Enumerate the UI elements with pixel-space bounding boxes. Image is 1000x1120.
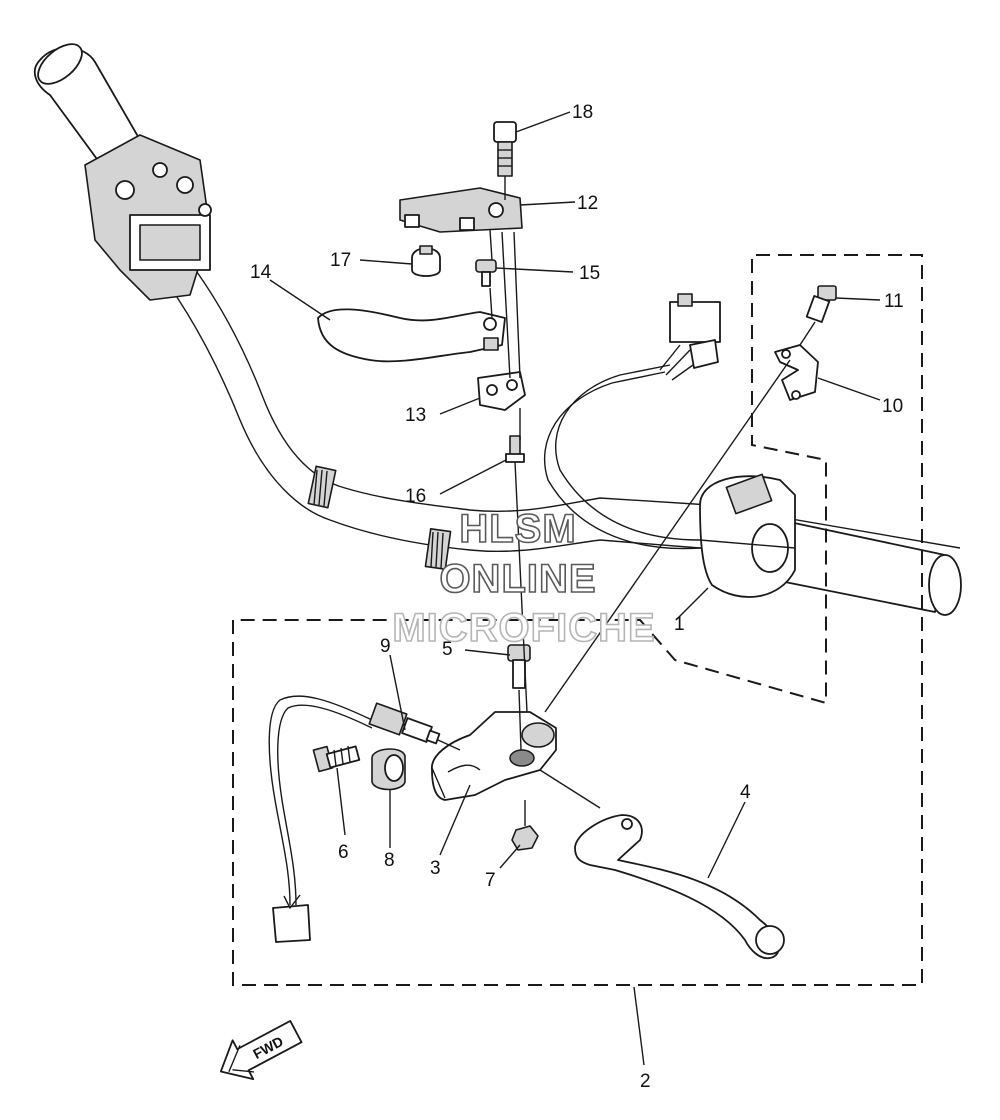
adjuster-screw-part xyxy=(312,745,361,773)
adjuster-nut-part xyxy=(371,748,406,791)
guard-bracket-part xyxy=(399,187,523,233)
cap-part xyxy=(411,245,441,277)
callout-9: 9 xyxy=(380,636,391,657)
callout-11: 11 xyxy=(884,291,904,312)
guard-bolt-part xyxy=(475,259,497,287)
right-grip xyxy=(774,519,962,616)
callout-10: 10 xyxy=(882,396,903,417)
callout-17: 17 xyxy=(330,250,351,271)
plate-part xyxy=(477,371,526,411)
callout-5: 5 xyxy=(442,639,453,660)
lever-holder-part xyxy=(431,711,557,801)
handlebar xyxy=(33,43,962,616)
watermark: HLSM ONLINE MICROFICHE xyxy=(392,506,656,651)
callout-15: 15 xyxy=(579,263,600,284)
grip-band-left xyxy=(307,465,337,509)
lever-bolt-part xyxy=(507,644,531,689)
callout-12: 12 xyxy=(577,193,598,214)
nut-part xyxy=(511,825,539,851)
switch-wiring xyxy=(543,293,721,550)
handlebar-switch-part xyxy=(699,473,796,598)
fwd-direction-badge: FWD xyxy=(219,1020,303,1081)
callout-16: 16 xyxy=(405,486,426,507)
bracket-bolt-part xyxy=(493,121,517,177)
clamp-screw-part xyxy=(805,285,837,323)
callout-14: 14 xyxy=(250,262,272,283)
callout-18: 18 xyxy=(572,102,593,123)
callout-labels: 1 2 3 4 5 6 7 8 9 10 11 12 13 14 15 16 1… xyxy=(250,102,904,1092)
switch-cable-part xyxy=(268,695,441,943)
grip-band-center xyxy=(424,527,452,571)
lever-part xyxy=(574,814,785,960)
callout-3: 3 xyxy=(430,858,441,879)
callout-4: 4 xyxy=(740,782,751,803)
watermark-line-1: HLSM xyxy=(459,507,576,551)
throttle-housing xyxy=(84,134,212,301)
callout-7: 7 xyxy=(485,870,496,891)
watermark-line-3: MICROFICHE xyxy=(392,606,655,650)
screw-part xyxy=(505,435,525,463)
leader-lines xyxy=(437,176,816,826)
callout-8: 8 xyxy=(384,850,395,871)
holder-clamp-part xyxy=(774,344,819,401)
watermark-line-2: ONLINE xyxy=(439,557,596,601)
callout-1: 1 xyxy=(674,614,685,635)
callout-6: 6 xyxy=(338,842,349,863)
callout-2: 2 xyxy=(640,1071,651,1092)
group-box-lever-assembly xyxy=(232,254,923,986)
callout-13: 13 xyxy=(405,405,426,426)
callout-leaders xyxy=(269,111,881,1066)
hand-guard-part xyxy=(317,308,506,363)
